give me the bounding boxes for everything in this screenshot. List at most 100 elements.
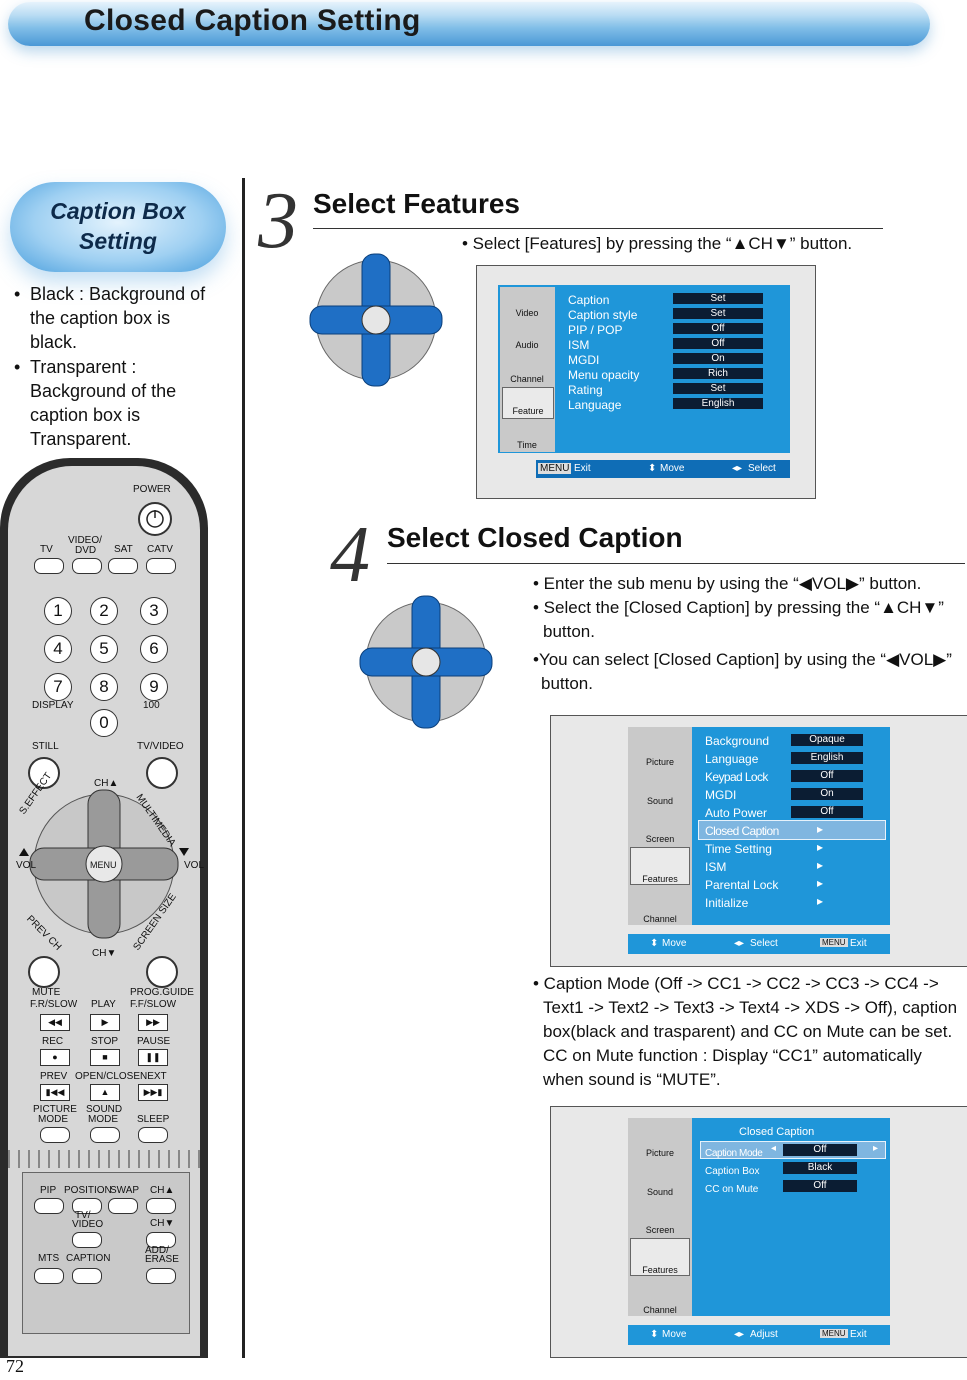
tab-label: Channel bbox=[643, 1305, 677, 1315]
number-button-6[interactable]: 6 bbox=[140, 635, 168, 663]
rec-label: REC bbox=[42, 1036, 64, 1047]
video-dvd-label: DVD bbox=[75, 545, 97, 556]
ch-down-button[interactable] bbox=[146, 1232, 176, 1248]
tab-channel[interactable]: Channel bbox=[502, 354, 552, 384]
mute-button[interactable] bbox=[28, 956, 60, 988]
number-button-5[interactable]: 5 bbox=[90, 635, 118, 663]
tv-video-label: VIDEO bbox=[72, 1219, 104, 1230]
number-button-8[interactable]: 8 bbox=[90, 673, 118, 701]
next-button[interactable]: ▶▶▮ bbox=[138, 1084, 168, 1101]
menu-row[interactable]: Initialize▸ bbox=[705, 894, 885, 912]
caption-button[interactable] bbox=[72, 1268, 102, 1284]
menu-row[interactable]: Time Setting▸ bbox=[705, 840, 885, 858]
swap-button[interactable] bbox=[108, 1198, 138, 1214]
instruction-line: •You can select [Closed Caption] by usin… bbox=[533, 650, 952, 669]
video-dvd-button[interactable] bbox=[72, 558, 102, 574]
number-button-9[interactable]: 9 bbox=[140, 673, 168, 701]
catv-button[interactable] bbox=[146, 558, 176, 574]
submenu-arrow-icon: ▸ bbox=[817, 822, 824, 836]
tab-features[interactable]: Features bbox=[630, 847, 690, 885]
tab-channel[interactable]: Channel bbox=[630, 887, 690, 924]
remote-dpad[interactable] bbox=[14, 772, 194, 952]
pause-label: PAUSE bbox=[137, 1036, 171, 1047]
stop-button[interactable]: ■ bbox=[90, 1049, 120, 1066]
tab-video[interactable]: Video bbox=[502, 288, 552, 318]
tv-button[interactable] bbox=[34, 558, 64, 574]
number-button-3[interactable]: 3 bbox=[140, 597, 168, 625]
tab-channel[interactable]: Channel bbox=[630, 1278, 690, 1315]
number-button-7[interactable]: 7 bbox=[44, 673, 72, 701]
step4-instructions: • Enter the sub menu by using the “◀VOL▶… bbox=[533, 572, 965, 696]
menu-row-label: Time Setting bbox=[705, 842, 772, 856]
dpad-icon bbox=[359, 595, 493, 729]
step4-dpad bbox=[344, 586, 514, 746]
description-line: when sound is “MUTE”. bbox=[543, 1070, 721, 1089]
tab-features[interactable]: Features bbox=[630, 1238, 690, 1276]
picture-mode-button[interactable] bbox=[40, 1127, 70, 1143]
ch-up-button[interactable] bbox=[146, 1198, 176, 1214]
eject-button[interactable]: ▲ bbox=[90, 1084, 120, 1101]
pause-button[interactable]: ❚❚ bbox=[138, 1049, 168, 1066]
menu-row[interactable]: ISM▸ bbox=[705, 858, 885, 876]
add-erase-button[interactable] bbox=[146, 1268, 176, 1284]
fast-forward-button[interactable]: ▶▶ bbox=[138, 1014, 168, 1031]
menu-row-value: Off bbox=[673, 338, 763, 349]
ch-up-label: CH▲ bbox=[150, 1185, 175, 1196]
rewind-button[interactable]: ◀◀ bbox=[40, 1014, 70, 1031]
number-button-4[interactable]: 4 bbox=[44, 635, 72, 663]
prog-guide-button[interactable] bbox=[146, 956, 178, 988]
menu-row-closed-caption[interactable]: Closed Caption▸ bbox=[705, 822, 885, 840]
note-line: Background of the bbox=[30, 381, 177, 401]
play-button[interactable]: ▶ bbox=[90, 1014, 120, 1031]
power-button[interactable] bbox=[138, 502, 172, 536]
position-button[interactable] bbox=[72, 1198, 102, 1214]
prev-button[interactable]: ▮◀◀ bbox=[40, 1084, 70, 1101]
tab-feature[interactable]: Feature bbox=[502, 387, 554, 419]
tab-sound[interactable]: Sound bbox=[630, 769, 690, 806]
description-line: Text1 -> Text2 -> Text3 -> Text4 -> XDS … bbox=[543, 998, 958, 1017]
step4-title: Select Closed Caption bbox=[387, 522, 683, 553]
number-button-2[interactable]: 2 bbox=[90, 597, 118, 625]
tab-picture[interactable]: Picture bbox=[630, 730, 690, 767]
tv-video-label: TV/VIDEO bbox=[137, 741, 184, 752]
pip-button[interactable] bbox=[34, 1198, 64, 1214]
menu-row-caption-mode[interactable]: Caption Mode◂Off▸ bbox=[705, 1143, 885, 1161]
number-button-1[interactable]: 1 bbox=[44, 597, 72, 625]
still-label: STILL bbox=[32, 741, 59, 752]
tv-video-button[interactable] bbox=[146, 757, 178, 789]
tab-audio[interactable]: Audio bbox=[502, 320, 552, 350]
sat-button[interactable] bbox=[108, 558, 138, 574]
tab-time[interactable]: Time bbox=[502, 420, 552, 450]
menu-row-label: PIP / POP bbox=[568, 323, 623, 337]
next-label: NEXT bbox=[140, 1071, 167, 1082]
sound-mode-button[interactable] bbox=[90, 1127, 120, 1143]
tab-picture[interactable]: Picture bbox=[630, 1121, 690, 1158]
menu-row[interactable]: Parental Lock▸ bbox=[705, 876, 885, 894]
mts-button[interactable] bbox=[34, 1268, 64, 1284]
tab-sound[interactable]: Sound bbox=[630, 1160, 690, 1197]
tab-screen[interactable]: Screen bbox=[630, 1198, 690, 1235]
tab-screen[interactable]: Screen bbox=[630, 807, 690, 844]
rec-button[interactable]: ● bbox=[40, 1049, 70, 1066]
number-button-0[interactable]: 0 bbox=[90, 709, 118, 737]
tv-video-button-2[interactable] bbox=[72, 1232, 102, 1248]
still-button[interactable] bbox=[28, 757, 60, 789]
menu-row-label: Keypad Lock bbox=[705, 770, 768, 784]
dpad-icon bbox=[309, 253, 443, 387]
sleep-button[interactable] bbox=[138, 1127, 168, 1143]
